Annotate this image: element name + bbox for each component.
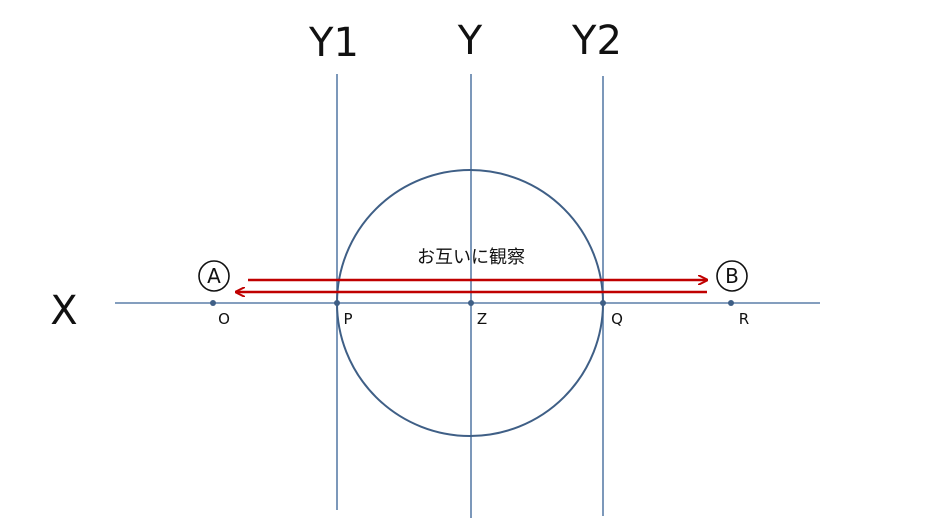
point-q-label: Q bbox=[611, 310, 623, 328]
point-r-label: R bbox=[739, 310, 749, 328]
point-q-dot bbox=[600, 300, 606, 306]
observer-a: A bbox=[198, 260, 230, 292]
observer-b-label: B bbox=[725, 264, 739, 288]
point-o-dot bbox=[210, 300, 216, 306]
point-o-label: O bbox=[218, 310, 230, 328]
point-z-dot bbox=[468, 300, 474, 306]
point-z-label: Z bbox=[477, 310, 487, 328]
point-p-dot bbox=[334, 300, 340, 306]
x-label: X bbox=[50, 288, 77, 334]
observer-b: B bbox=[716, 260, 748, 292]
y1-label: Y1 bbox=[308, 20, 359, 66]
y-label: Y bbox=[457, 18, 483, 64]
observer-a-ring bbox=[198, 260, 230, 292]
point-r-dot bbox=[728, 300, 734, 306]
y2-label: Y2 bbox=[571, 18, 622, 64]
caption-mutual-observation: お互いに観察 bbox=[417, 247, 525, 268]
observer-a-label: A bbox=[207, 264, 221, 288]
observer-b-ring bbox=[716, 260, 748, 292]
point-p-label: P bbox=[343, 310, 352, 328]
